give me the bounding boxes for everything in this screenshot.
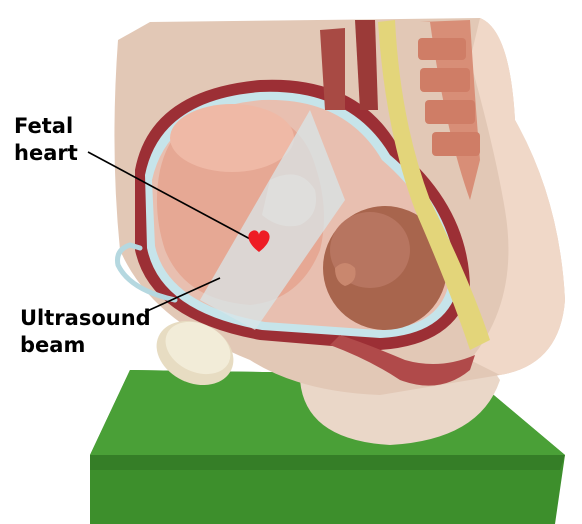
fetal-heart-label-line-1: Fetal (14, 113, 78, 140)
fetal-heart-label-line-2: heart (14, 140, 78, 167)
ultrasound-beam-label-line-1: Ultrasound (20, 305, 151, 332)
fetal-heart-label: Fetal heart (14, 113, 78, 167)
fetal-buttocks (170, 104, 294, 172)
ultrasound-beam-label-line-2: beam (20, 332, 151, 359)
ultrasound-beam-label: Ultrasound beam (20, 305, 151, 359)
